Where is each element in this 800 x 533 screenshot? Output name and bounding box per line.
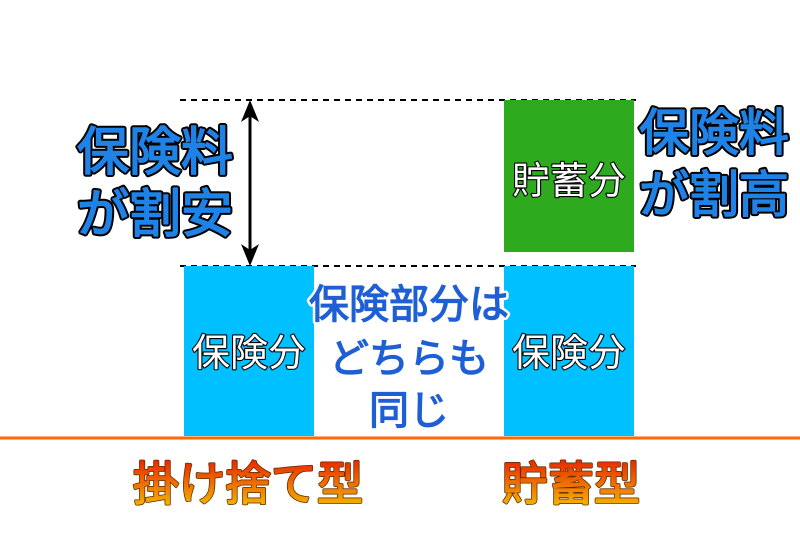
left-insurance-label: 保険分 (192, 331, 306, 375)
center-note-line3: 同じ (369, 388, 449, 434)
center-note-line1: 保険部分は (309, 282, 509, 328)
left-annotation-line2: が割安 (77, 185, 233, 245)
right-insurance-box (504, 266, 634, 436)
left-annotation-line1: 保険料 (77, 123, 233, 183)
disposable-type-label: 掛け捨て型 (133, 457, 363, 511)
premium-difference-arrow (241, 100, 259, 266)
savings-label: 貯蓄分 (512, 159, 626, 203)
right-premium-annotation: 保険料 が割高 (637, 102, 791, 226)
right-annotation-line1: 保険料 (639, 104, 789, 162)
center-note-line2: どちらも (329, 336, 489, 382)
left-premium-annotation: 保険料 が割安 (75, 121, 235, 247)
savings-box (504, 100, 634, 252)
right-annotation-line2: が割高 (639, 166, 789, 224)
savings-type-label: 貯蓄型 (502, 457, 640, 511)
right-insurance-label: 保険分 (512, 331, 626, 375)
center-note: 保険部分は どちらも 同じ (307, 280, 512, 437)
left-insurance-box (184, 266, 314, 436)
